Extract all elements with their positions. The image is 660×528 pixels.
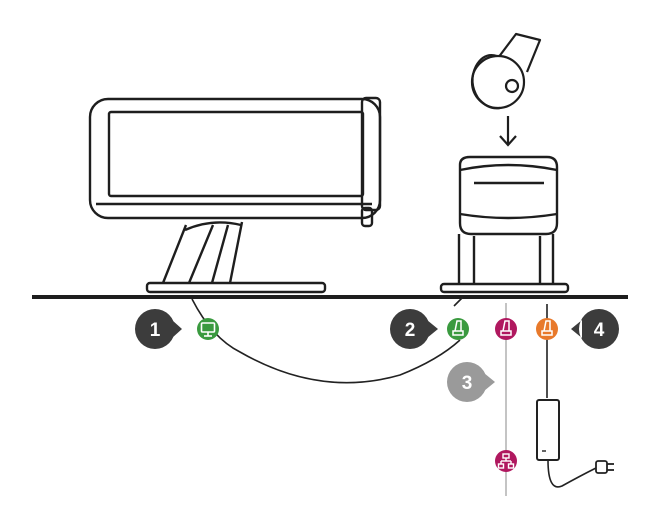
cable-terminal-to-printer	[191, 296, 464, 384]
terminal-base	[145, 281, 327, 294]
callout-2-label: 2	[405, 320, 416, 341]
card-reader	[360, 96, 382, 212]
port-4-receipt-printer-icon	[536, 318, 558, 340]
paper-roll	[470, 32, 542, 110]
port-2-receipt-printer-icon	[447, 318, 469, 340]
network-icon	[495, 450, 517, 472]
port-1-monitor-icon	[197, 318, 219, 340]
callout-4-label: 4	[594, 320, 605, 341]
pos-terminal	[88, 96, 382, 294]
callout-1-label: 1	[150, 320, 161, 341]
receipt-printer	[439, 155, 570, 294]
power-plug	[595, 460, 614, 474]
printer-body	[458, 155, 559, 236]
callout-1: 1	[135, 309, 182, 349]
terminal-screen-housing	[88, 97, 382, 220]
callout-4: 4	[571, 309, 619, 349]
printer-base	[439, 282, 570, 294]
terminal-display	[107, 110, 365, 198]
callout-3-label: 3	[462, 373, 473, 394]
callout-3: 3	[447, 362, 495, 402]
insert-paper-arrow	[499, 116, 517, 147]
power-adapter	[536, 399, 560, 461]
callout-2: 2	[390, 309, 438, 349]
terminal-stand	[161, 221, 244, 284]
port-3-receipt-printer-icon	[495, 318, 517, 340]
